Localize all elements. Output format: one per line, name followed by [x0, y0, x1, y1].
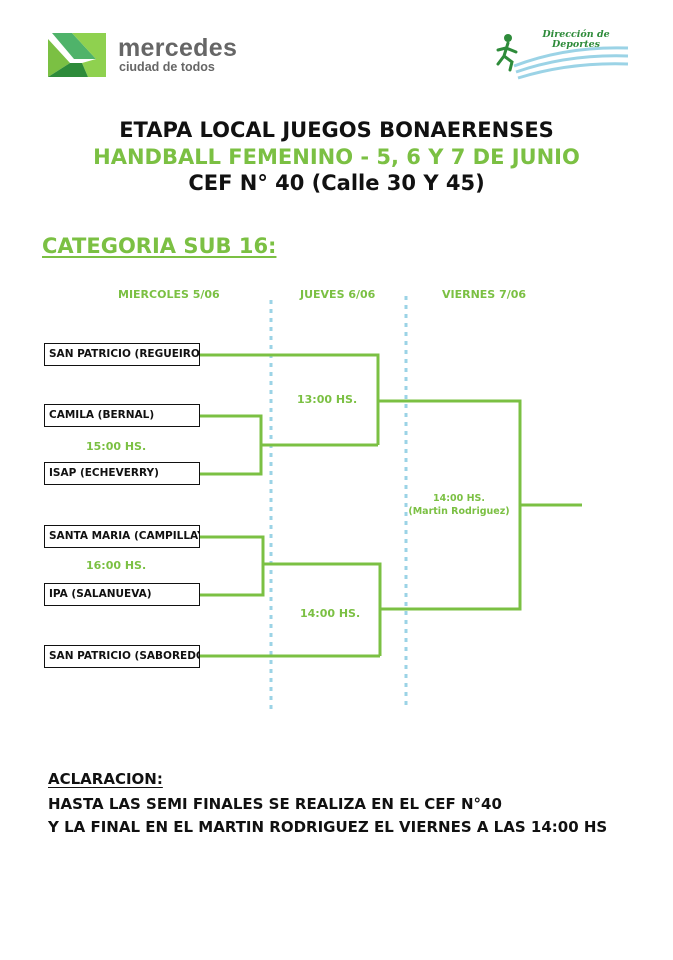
team-box-2: CAMILA (BERNAL)	[44, 404, 200, 427]
match-time-1: 15:00 HS.	[86, 440, 147, 453]
category-heading: CATEGORIA SUB 16:	[42, 234, 277, 258]
title-line-1: ETAPA LOCAL JUEGOS BONAERENSES	[119, 118, 554, 142]
match-time-2: 16:00 HS.	[86, 559, 147, 572]
brand-tagline: ciudad de todos	[119, 60, 215, 74]
semi-time-1: 13:00 HS.	[297, 393, 358, 406]
note-heading: ACLARACION:	[48, 770, 163, 788]
day-header-wednesday: MIERCOLES 5/06	[118, 288, 220, 301]
note-line-1: HASTA LAS SEMI FINALES SE REALIZA EN EL …	[48, 795, 502, 813]
runner-icon	[496, 34, 629, 80]
bracket-connector-final	[378, 399, 522, 611]
note-line-2: Y LA FINAL EN EL MARTIN RODRIGUEZ EL VIE…	[48, 818, 608, 836]
bracket-connector-match2	[196, 535, 265, 597]
team-box-1: SAN PATRICIO (REGUEIRO)	[44, 343, 200, 366]
team-box-3: ISAP (ECHEVERRY)	[44, 462, 200, 485]
title-line-3: CEF N° 40 (Calle 30 Y 45)	[188, 171, 485, 195]
bracket-connector-match1	[196, 414, 263, 476]
bracket-connector-semi2-top	[263, 562, 382, 656]
brand-name: mercedes	[118, 34, 238, 62]
team-box-5: IPA (SALANUEVA)	[44, 583, 200, 606]
sports-logo-text: Dirección de Deportes	[542, 29, 610, 50]
semi-time-2: 14:00 HS.	[300, 607, 361, 620]
team-box-4: SANTA MARIA (CAMPILLAY)	[44, 525, 200, 548]
day-header-thursday: JUEVES 6/06	[300, 288, 376, 301]
bracket-connector-semi1-top	[196, 353, 380, 445]
team-box-6: SAN PATRICIO (SABOREDO)	[44, 645, 200, 668]
mercedes-logo-icon	[48, 33, 106, 77]
final-venue: (Martin Rodriguez)	[408, 506, 510, 517]
day-header-friday: VIERNES 7/06	[442, 288, 527, 301]
title-line-2: HANDBALL FEMENINO - 5, 6 Y 7 DE JUNIO	[93, 145, 580, 169]
deportes-logo: Dirección de Deportes	[496, 26, 631, 84]
final-time: 14:00 HS.	[433, 493, 485, 504]
